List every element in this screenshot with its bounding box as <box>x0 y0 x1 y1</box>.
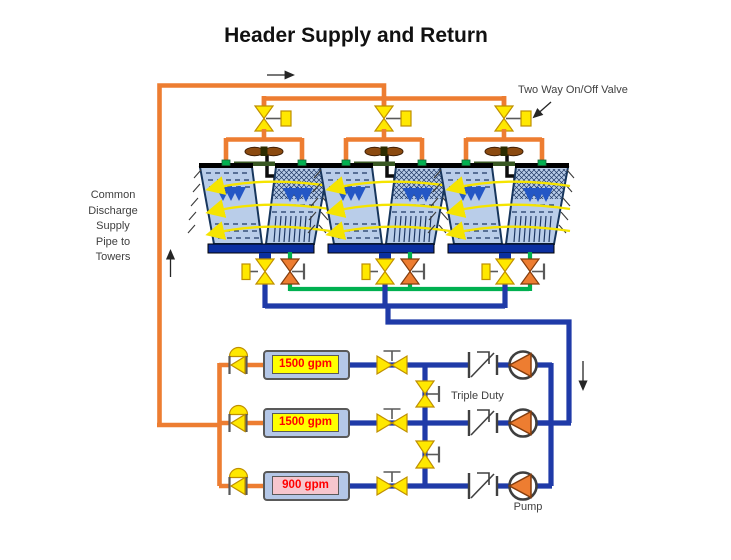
triple-duty-label: Triple Duty <box>451 390 504 402</box>
return-downcomer <box>385 306 572 423</box>
pump-label: Pump <box>513 501 543 513</box>
page-title: Header Supply and Return <box>224 24 488 47</box>
bypass-valve-2 <box>414 440 441 469</box>
chiller-3: 900 gpm <box>263 471 350 501</box>
tower-assembly-1 <box>188 96 334 308</box>
chiller-1-flow: 1500 gpm <box>272 355 339 374</box>
chiller-1: 1500 gpm <box>263 350 350 380</box>
two-way-valve-pointer-icon <box>532 101 552 119</box>
chiller-2: 1500 gpm <box>263 408 350 438</box>
tower-assembly-2 <box>308 96 454 308</box>
chiller-supply-branch <box>157 363 222 486</box>
bypass-valve-1 <box>414 380 441 408</box>
two-way-valve-label: Two Way On/Off Valve <box>518 84 628 96</box>
chiller-3-flow: 900 gpm <box>272 476 339 495</box>
tower-assembly-3 <box>428 96 574 308</box>
chiller-2-flow: 1500 gpm <box>272 413 339 432</box>
common-discharge-label: Common Discharge Supply Pipe to Towers <box>88 189 138 263</box>
